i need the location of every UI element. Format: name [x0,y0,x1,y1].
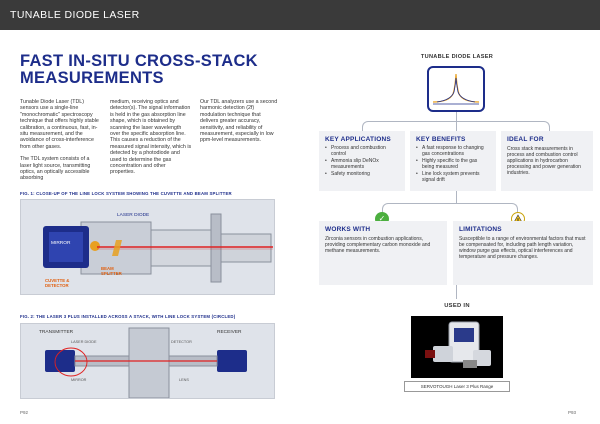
ideal-for-title: IDEAL FOR [507,136,544,143]
intro-column-3: Our TDL analyzers use a second harmonic … [200,99,280,150]
header-title: TUNABLE DIODE LASER [10,9,140,21]
key-applications-list: Process and combustion control Ammonia s… [325,145,399,178]
connector-line [456,112,457,121]
connector-line [456,191,457,203]
figure-2-caption: FIG. 2: THE LASER 3 PLUS INSTALLED ACROS… [20,314,236,319]
ideal-for-card: IDEAL FOR Cross stack measurements in pr… [501,131,593,191]
page-number-left: P92 [20,410,29,415]
fig2-mirror-label: MIRROR [71,378,87,382]
list-item: A fast response to changing gas concentr… [416,145,490,158]
limitations-text: Susceptible to a range of environmental … [459,236,586,261]
key-benefits-title: KEY BENEFITS [416,136,466,143]
beam-splitter-label: BEAM SPLITTER [101,266,122,276]
product-caption: SERVOTOUGH Laser 3 Plus Range [404,381,510,392]
page-number-right: P93 [568,410,577,415]
list-item: Line lock system prevents signal drift [416,171,490,184]
intro-column-2: medium, receiving optics and detector(s)… [110,99,192,182]
list-item: Safety monitoring [325,171,399,178]
ideal-for-text: Cross stack measurements in process and … [507,146,581,177]
page-title: FAST IN-SITU CROSS-STACK MEASUREMENTS [20,52,258,87]
key-applications-card: KEY APPLICATIONS Process and combustion … [319,131,405,191]
limitations-card: LIMITATIONS Susceptible to a range of en… [453,221,593,285]
diagram-title: TUNABLE DIODE LASER [420,54,494,60]
header-bar: TUNABLE DIODE LASER [0,0,600,30]
laser-diode-label: LASER DIODE [117,213,150,218]
connector-line [456,121,457,131]
intro-column-1: Tunable Diode Laser (TDL) sensors use a … [20,99,100,188]
line-lock-illustration [21,200,274,294]
connector-line [456,285,457,299]
connector-bracket [382,203,518,219]
stack-installation-illustration [21,324,274,398]
receiver-label: RECEIVER [217,330,242,335]
intro-paragraph: Tunable Diode Laser (TDL) sensors use a … [20,99,99,150]
figure-2-illustration: TRANSMITTER RECEIVER LASER DIODE MIRROR … [20,323,275,399]
product-image [411,316,503,378]
intro-paragraph: The TDL system consists of a laser light… [20,156,91,182]
intro-paragraph: Our TDL analyzers use a second harmonic … [200,99,278,144]
cuvette-detector-label: CUVETTE & DETECTOR [45,278,70,288]
key-benefits-list: A fast response to changing gas concentr… [416,145,490,184]
limitations-title: LIMITATIONS [459,226,502,233]
tdl-logo-icon [427,66,485,112]
fig2-laser-diode-label: LASER DIODE [71,340,97,344]
transmitter-label: TRANSMITTER [39,330,74,335]
key-applications-title: KEY APPLICATIONS [325,136,391,143]
list-item: Process and combustion control [325,145,399,158]
works-with-text: Zirconia sensors in combustion applicati… [325,236,431,255]
figure-1-caption: FIG. 1: CLOSE-UP OF THE LINE LOCK SYSTEM… [20,191,232,196]
key-benefits-card: KEY BENEFITS A fast response to changing… [410,131,496,191]
works-with-card: WORKS WITH Zirconia sensors in combustio… [319,221,447,285]
works-with-title: WORKS WITH [325,226,371,233]
used-in-heading: USED IN [444,303,470,309]
fig2-lens-label: LENS [179,378,189,382]
mirror-label: MIRROR [51,241,71,246]
intro-paragraph: medium, receiving optics and detector(s)… [110,99,192,176]
fig2-detector-label: DETECTOR [171,340,192,344]
list-item: Ammonia slip DeNOx measurements [325,158,399,171]
list-item: Highly specific to the gas being measure… [416,158,490,171]
figure-1-illustration: LASER DIODE MIRROR BEAM SPLITTER CUVETTE… [20,199,275,295]
